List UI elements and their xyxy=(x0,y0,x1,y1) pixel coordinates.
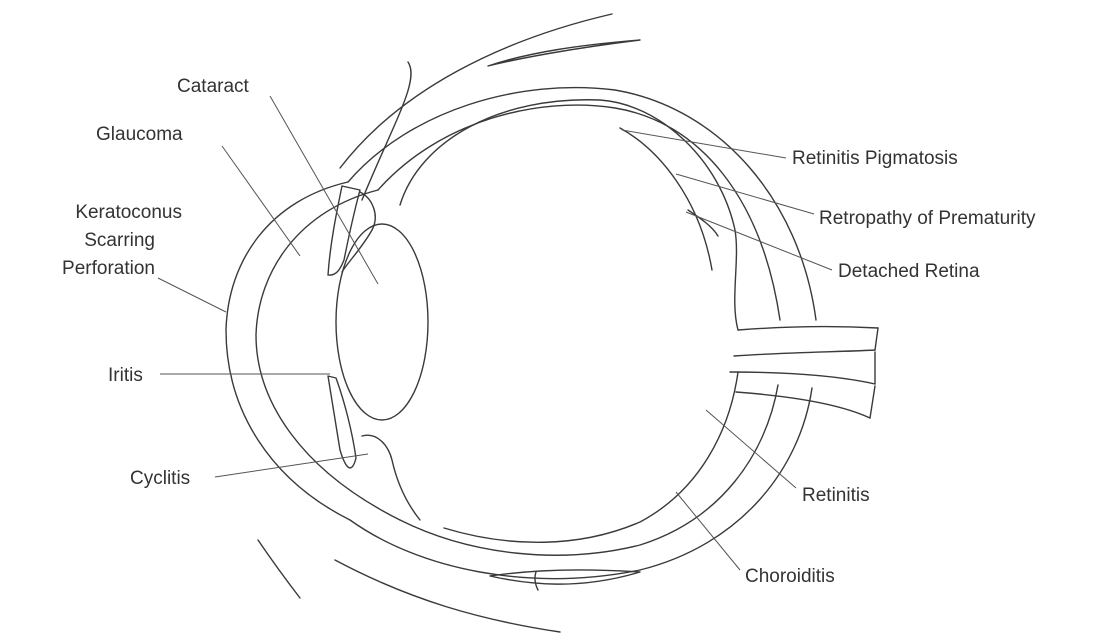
iris-lower xyxy=(328,376,356,468)
cornea-outer xyxy=(226,182,350,520)
label-cyclitis: Cyclitis xyxy=(130,468,190,489)
leader-keratoconus xyxy=(158,278,226,312)
upper-eyelid xyxy=(340,14,612,168)
cornea-inner xyxy=(256,190,400,520)
leader-cyclitis xyxy=(215,454,368,477)
upper-eyelid-inner xyxy=(362,62,411,200)
label-iritis: Iritis xyxy=(108,365,143,386)
label-glaucoma: Glaucoma xyxy=(96,124,183,145)
label-perforation: Perforation xyxy=(62,258,155,279)
label-scarring: Scarring xyxy=(84,230,155,251)
retina-edge-lower xyxy=(444,372,738,542)
label-retinitis-pigmatosis: Retinitis Pigmatosis xyxy=(792,148,958,169)
upper-eyelid-fold xyxy=(488,40,640,66)
leader-detached-retina xyxy=(686,212,832,270)
leader-glaucoma xyxy=(222,146,300,256)
ciliary-lower xyxy=(362,435,420,520)
lower-eyelid-crease xyxy=(535,572,538,590)
sclera-outer xyxy=(348,88,816,320)
choroid-layer xyxy=(378,105,780,320)
optic-nerve-lower xyxy=(730,372,875,384)
iris-upper xyxy=(328,186,360,275)
leader-cataract xyxy=(270,96,378,284)
lower-eyelid-inner xyxy=(258,540,300,598)
retina-layer-detail xyxy=(620,128,712,270)
label-retropathy: Retropathy of Prematurity xyxy=(819,208,1036,229)
label-keratoconus: Keratoconus xyxy=(75,202,182,223)
sclera-outer-lower xyxy=(350,388,812,579)
label-detached-retina: Detached Retina xyxy=(838,261,980,282)
optic-nerve-mid xyxy=(734,350,875,356)
label-choroiditis: Choroiditis xyxy=(745,566,835,587)
choroid-layer-lower xyxy=(400,385,778,555)
optic-nerve-upper xyxy=(738,327,878,330)
label-cataract: Cataract xyxy=(177,76,250,97)
label-retinitis: Retinitis xyxy=(802,485,870,506)
leader-retinitis xyxy=(706,410,796,488)
optic-nerve-bottom xyxy=(736,392,870,418)
lower-eyelid xyxy=(335,560,560,632)
lens xyxy=(336,224,428,420)
leader-choroiditis xyxy=(676,492,740,570)
optic-nerve-end xyxy=(870,328,878,418)
